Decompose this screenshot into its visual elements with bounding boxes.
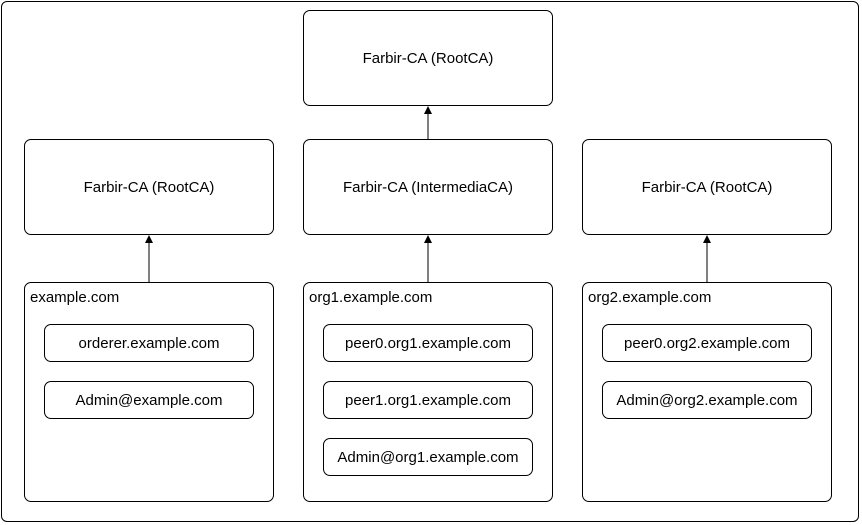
node-label: Admin@org1.example.com: [337, 448, 519, 466]
node-label: Admin@org2.example.com: [616, 391, 798, 409]
node-admin-org2: Admin@org2.example.com: [602, 381, 812, 419]
org-label-example: example.com: [30, 289, 120, 306]
node-label: peer0.org1.example.com: [345, 334, 511, 352]
node-label: orderer.example.com: [78, 334, 220, 352]
node-label: Admin@example.com: [75, 391, 223, 409]
root-ca-box: Farbir-CA (RootCA): [303, 10, 553, 106]
ca-label-left: Farbir-CA (RootCA): [83, 178, 215, 196]
node-label: peer1.org1.example.com: [345, 391, 511, 409]
ca-label-middle: Farbir-CA (IntermediaCA): [342, 178, 514, 196]
ca-label-right: Farbir-CA (RootCA): [641, 178, 773, 196]
node-admin-org1: Admin@org1.example.com: [323, 438, 533, 476]
root-ca-label: Farbir-CA (RootCA): [362, 49, 494, 67]
node-orderer: orderer.example.com: [44, 324, 254, 362]
org-label-org2: org2.example.com: [588, 289, 712, 306]
node-peer0-org2: peer0.org2.example.com: [602, 324, 812, 362]
org-label-org1: org1.example.com: [309, 289, 433, 306]
node-peer1-org1: peer1.org1.example.com: [323, 381, 533, 419]
ca-box-middle: Farbir-CA (IntermediaCA): [303, 139, 553, 235]
node-peer0-org1: peer0.org1.example.com: [323, 324, 533, 362]
ca-box-left: Farbir-CA (RootCA): [24, 139, 274, 235]
ca-box-right: Farbir-CA (RootCA): [582, 139, 832, 235]
node-label: peer0.org2.example.com: [624, 334, 790, 352]
node-admin-example: Admin@example.com: [44, 381, 254, 419]
